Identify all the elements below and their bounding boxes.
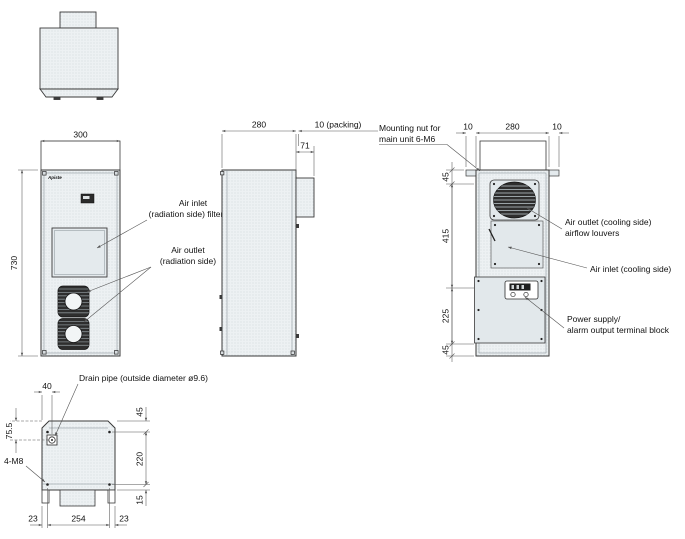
drain-x-dim-text: 40 bbox=[42, 381, 52, 391]
terminal-block bbox=[504, 280, 539, 300]
rear-left-dimensions bbox=[446, 162, 474, 362]
top-view-body bbox=[39, 27, 119, 90]
power-supply-label-1: Power supply/ bbox=[567, 314, 621, 324]
radiation-inlet-label-1: Air inlet bbox=[179, 198, 208, 208]
bottom-right-dim-text: 23 bbox=[119, 514, 129, 524]
front-top-section bbox=[40, 140, 121, 171]
side-body bbox=[221, 169, 297, 357]
bottom-right-top-dim-text: 45 bbox=[135, 407, 145, 417]
side-depth-dim-text: 280 bbox=[252, 120, 266, 130]
brand-logo: Apiste bbox=[47, 175, 62, 180]
drain-pipe-leader bbox=[54, 383, 79, 437]
cooling-outlet-louver bbox=[489, 179, 540, 221]
rear-seg-top-dim-text: 45 bbox=[441, 172, 451, 182]
drain-pipe-label: Drain pipe (outside diameter ø9.6) bbox=[79, 373, 208, 383]
bottom-body bbox=[41, 420, 116, 491]
front-panel-inner bbox=[43, 172, 118, 354]
radiation-outlet-leader-1 bbox=[86, 266, 152, 293]
cooling-outlet-label-1: Air outlet (cooling side) bbox=[565, 217, 652, 227]
radiation-inlet-label-2: (radiation side) filter bbox=[149, 209, 224, 219]
side-packing-dim-text: 10 (packing) bbox=[315, 120, 362, 130]
side-mounting-studs bbox=[219, 224, 299, 338]
front-height-dim-text: 730 bbox=[9, 256, 19, 270]
side-depth-dimension bbox=[221, 129, 297, 176]
top-view bbox=[39, 11, 119, 100]
radiation-outlet-leader-2 bbox=[83, 266, 152, 323]
mounting-nut-label-1: Mounting nut for bbox=[379, 123, 441, 133]
bottom-duct bbox=[59, 489, 96, 507]
rear-bracket-right bbox=[548, 169, 560, 177]
bottom-rail-right bbox=[107, 489, 116, 504]
cooling-inlet-panel bbox=[488, 220, 544, 269]
radiation-inlet-leader bbox=[96, 219, 148, 249]
front-corner-screws bbox=[42, 171, 119, 355]
radiation-outlet-label-1: Air outlet bbox=[171, 245, 205, 255]
cooling-outlet-label-2: airflow louvers bbox=[565, 228, 619, 238]
radiation-fan-lower bbox=[57, 318, 90, 350]
rear-top-dimensions bbox=[456, 131, 569, 167]
top-view-foot-left bbox=[53, 96, 61, 100]
radiation-fan-upper bbox=[57, 285, 90, 318]
front-height-dimension bbox=[18, 169, 38, 357]
cooling-inlet-label: Air inlet (cooling side) bbox=[590, 264, 671, 274]
side-packing-dimension bbox=[298, 129, 378, 146]
rear-bracket-left bbox=[465, 169, 477, 177]
mounting-nut-leader bbox=[446, 144, 481, 172]
mounting-holes-label: 4-M8 bbox=[4, 456, 24, 466]
bottom-right-mid-dim-text: 220 bbox=[135, 452, 145, 466]
top-view-front-bevel bbox=[39, 88, 119, 98]
mounting-nut-label-2: main unit 6-M6 bbox=[379, 134, 435, 144]
bottom-rail-left bbox=[41, 489, 50, 504]
bottom-view: 40 75.5 Drain pipe (outside diameter ø9.… bbox=[4, 373, 208, 528]
top-view-foot-right bbox=[96, 96, 104, 100]
front-view: Apiste bbox=[9, 130, 223, 357]
front-width-dim-text: 300 bbox=[73, 130, 87, 140]
drain-y-dim-text: 75.5 bbox=[4, 422, 14, 439]
side-duct bbox=[295, 177, 315, 218]
rear-width-dim-text: 280 bbox=[505, 122, 519, 132]
louver-screws bbox=[492, 182, 537, 218]
rear-top-section bbox=[479, 140, 547, 171]
power-supply-label-2: alarm output terminal block bbox=[567, 325, 670, 335]
rear-left-overhang-dim-text: 10 bbox=[463, 122, 473, 132]
drain-x-dimension bbox=[34, 390, 60, 434]
control-display bbox=[80, 193, 95, 204]
side-view: 280 10 (packing) 71 bbox=[219, 120, 378, 357]
rear-right-overhang-dim-text: 10 bbox=[552, 122, 562, 132]
side-screws bbox=[220, 171, 295, 355]
bottom-width-dimensions bbox=[30, 488, 127, 528]
side-duct-dimension bbox=[296, 146, 315, 176]
rear-lower-panel bbox=[474, 276, 546, 344]
mounting-holes-4-M8 bbox=[46, 430, 111, 486]
power-supply-leader bbox=[524, 296, 565, 329]
bottom-left-dim-text: 23 bbox=[28, 514, 38, 524]
rear-seg-bottom-dim-text: 45 bbox=[441, 345, 451, 355]
drain-y-dimension bbox=[10, 408, 49, 453]
radiation-outlet-label-2: (radiation side) bbox=[160, 256, 216, 266]
cooling-outlet-leader bbox=[526, 207, 563, 230]
cooling-inlet-leader bbox=[507, 246, 588, 269]
rear-seg-lower-dim-text: 225 bbox=[441, 309, 451, 323]
radiation-inlet-filter bbox=[51, 227, 108, 278]
bottom-right-dimensions bbox=[112, 407, 150, 506]
mounting-holes-leader bbox=[25, 465, 46, 483]
rear-view: 10 280 10 45 415 225 45 Mounting nut for… bbox=[379, 122, 671, 362]
rear-seg-upper-dim-text: 415 bbox=[441, 229, 451, 243]
bottom-right-bottom-dim-text: 15 bbox=[135, 495, 145, 505]
top-view-duct bbox=[59, 11, 97, 29]
side-duct-dim-text: 71 bbox=[300, 141, 310, 151]
bottom-mid-dim-text: 254 bbox=[71, 514, 85, 524]
